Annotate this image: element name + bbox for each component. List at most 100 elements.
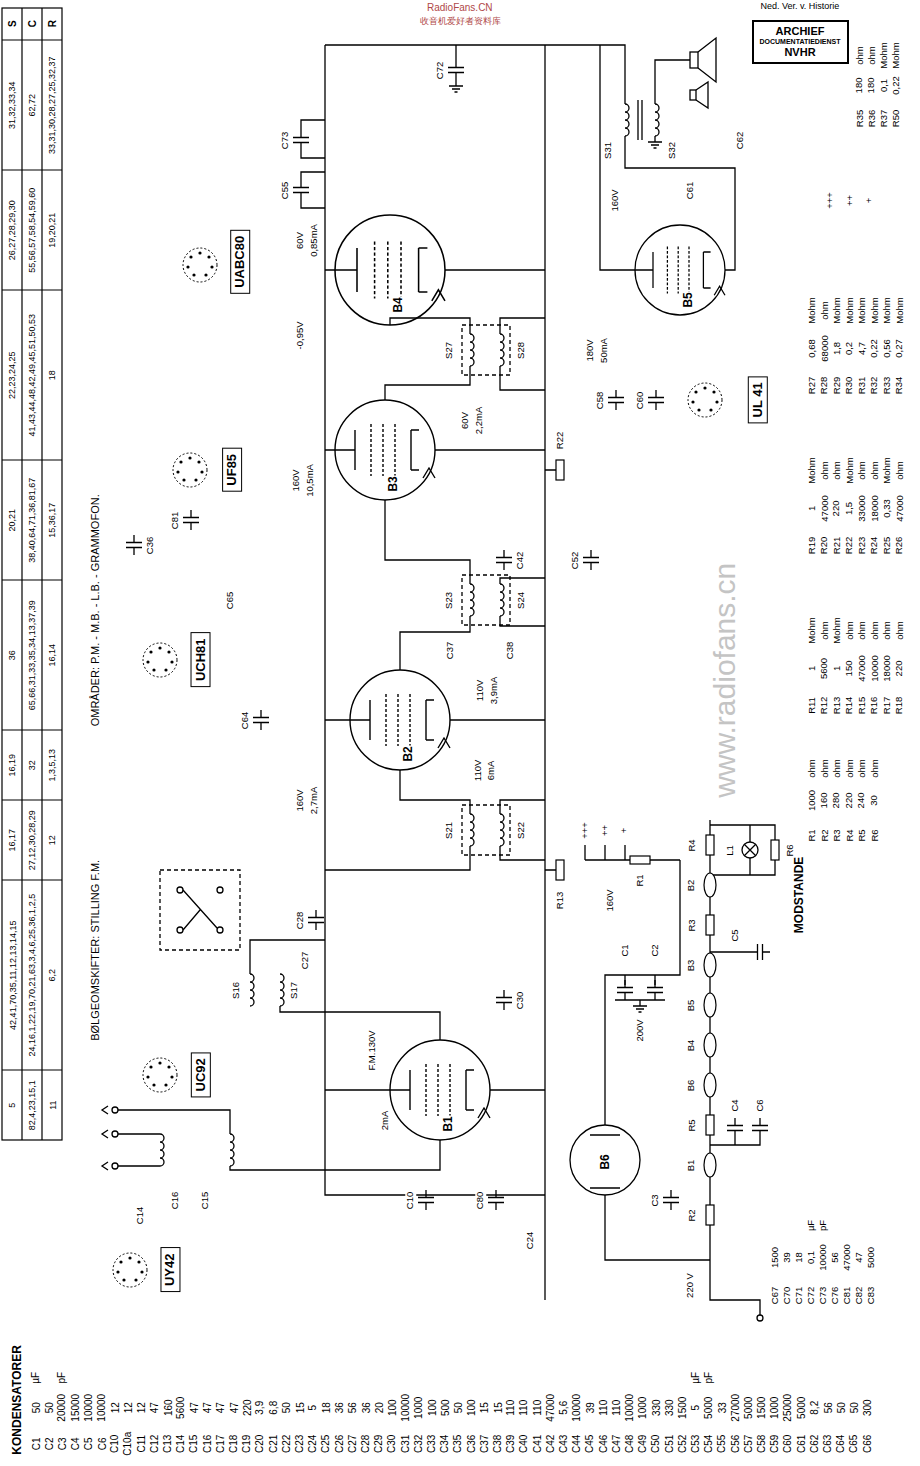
callout-label: C62 bbox=[735, 130, 746, 149]
capacitor-value: 5 bbox=[690, 1405, 702, 1411]
capacitor-name: C46 bbox=[598, 1435, 610, 1453]
unit: Mohm bbox=[807, 457, 818, 483]
capacitor-name: C39 bbox=[506, 1435, 518, 1453]
capacitor-name: C81 bbox=[842, 1286, 853, 1303]
resistor-value: 150 bbox=[844, 660, 855, 676]
capacitor-value: 47000 bbox=[842, 1244, 853, 1270]
callout-label: C3 bbox=[650, 1193, 661, 1207]
callout-label: C55 bbox=[280, 180, 291, 199]
callout-label: S28 bbox=[515, 341, 526, 360]
capacitor-name: C52 bbox=[677, 1435, 689, 1453]
callout-label: R6 bbox=[785, 843, 796, 857]
capacitor-name: C71 bbox=[794, 1286, 805, 1303]
resistor-name: R25 bbox=[882, 536, 893, 553]
capacitor-name: C30 bbox=[387, 1435, 399, 1453]
coil-symbols bbox=[160, 104, 659, 1166]
unit: ohm bbox=[832, 461, 843, 479]
capacitor-name: C21 bbox=[268, 1435, 280, 1453]
unit: µF bbox=[690, 1372, 702, 1384]
capacitor-value: 100 bbox=[426, 1399, 438, 1416]
capacitor-value: 18 bbox=[321, 1402, 333, 1413]
node-text: UY42 bbox=[162, 1254, 178, 1287]
capacitor-name: C56 bbox=[730, 1435, 742, 1453]
resistor-value: 1000 bbox=[807, 789, 818, 810]
callout-label: B4 bbox=[686, 1038, 697, 1052]
unit: Mohm bbox=[844, 457, 855, 483]
capacitor-name: C20 bbox=[255, 1435, 267, 1453]
unit: ohm bbox=[819, 301, 830, 319]
unit: ohm bbox=[857, 461, 868, 479]
unit: pF bbox=[818, 1219, 829, 1230]
resistor-name: R15 bbox=[857, 696, 868, 713]
capacitor-value: 5600 bbox=[176, 1397, 188, 1419]
resistor-name: R30 bbox=[844, 376, 855, 393]
resistor-name: R31 bbox=[857, 376, 868, 393]
capacitor-value: 20000 bbox=[57, 1394, 69, 1422]
unit: ohm bbox=[832, 759, 843, 777]
callout-label: S17 bbox=[288, 981, 299, 1000]
callout-label: B4 bbox=[391, 296, 405, 313]
capacitor-name: C82 bbox=[854, 1286, 865, 1303]
node-text: UF85 bbox=[224, 454, 240, 486]
capacitor-name: C62 bbox=[809, 1435, 821, 1453]
capacitor-value: 1000 bbox=[413, 1397, 425, 1419]
resistor-value: 0,33 bbox=[881, 499, 892, 518]
capacitor-value: 47 bbox=[202, 1402, 214, 1413]
unit: Mohm bbox=[857, 297, 868, 323]
tube-symbols bbox=[335, 215, 725, 1140]
callout-label: S24 bbox=[515, 591, 526, 610]
capacitor-name: C50 bbox=[651, 1435, 663, 1453]
unit: ohm bbox=[869, 461, 880, 479]
resistor-value: 4,7 bbox=[857, 341, 868, 354]
tube-type-box: UF85 bbox=[222, 448, 242, 492]
table-cell: 18 bbox=[47, 370, 57, 380]
table-cell: 55,56,57,58,54,59,60 bbox=[27, 188, 37, 273]
node-text: ARCHIEF bbox=[760, 25, 841, 38]
capacitor-value: 500 bbox=[439, 1399, 451, 1416]
resistor-value: 1 bbox=[807, 665, 818, 670]
callout-label: C28 bbox=[295, 910, 306, 929]
capacitor-value: 330 bbox=[664, 1399, 676, 1416]
resistor-value: 220 bbox=[894, 660, 905, 676]
resistor-name: R33 bbox=[882, 376, 893, 393]
capacitor-value: 36 bbox=[360, 1402, 372, 1413]
resistor-value: 47000 bbox=[894, 495, 905, 521]
capacitor-value: 1500 bbox=[677, 1397, 689, 1419]
table-cell: 65,66,31,33,35,34,13,37,39 bbox=[27, 600, 37, 710]
table-cell: 22,23,24,25 bbox=[7, 351, 17, 399]
callout-label: 200V bbox=[635, 1018, 646, 1042]
capacitor-name: C18 bbox=[228, 1435, 240, 1453]
capacitor-name: C36 bbox=[466, 1435, 478, 1453]
callout-label: S22 bbox=[515, 821, 526, 840]
capacitor-name: C49 bbox=[638, 1435, 650, 1453]
callout-label: + bbox=[864, 196, 875, 204]
table-cell: 16,14 bbox=[47, 644, 57, 667]
callout-label: 10,5mA bbox=[304, 463, 315, 498]
capacitor-name: C23 bbox=[294, 1435, 306, 1453]
capacitor-value: 39 bbox=[585, 1402, 597, 1413]
callout-label: R1 bbox=[635, 873, 646, 887]
unit: ohm bbox=[857, 759, 868, 777]
resistor-value: 220 bbox=[844, 792, 855, 808]
capacitor-value: 300 bbox=[862, 1399, 874, 1416]
capacitor-value: 47000 bbox=[545, 1394, 557, 1422]
callout-label: 60V bbox=[459, 411, 470, 430]
table-cell: 16,19 bbox=[7, 754, 17, 777]
note-text: BØLGEOMSKIFTER: STILLING F.M. bbox=[89, 858, 102, 1041]
node-text: UABC80 bbox=[232, 236, 248, 288]
callout-label: C61 bbox=[685, 180, 696, 199]
table-row-letter: C bbox=[26, 20, 38, 27]
capacitor-value: 50 bbox=[849, 1402, 861, 1413]
unit: Mohm bbox=[869, 297, 880, 323]
capacitor-name: C6 bbox=[96, 1437, 108, 1450]
capacitor-name: C16 bbox=[202, 1435, 214, 1453]
callout-label: 180V bbox=[585, 338, 596, 362]
header-table-grid bbox=[2, 8, 62, 1140]
capacitor-name: C37 bbox=[479, 1435, 491, 1453]
capacitor-name: C43 bbox=[558, 1435, 570, 1453]
callout-label: C42 bbox=[515, 550, 526, 569]
unit: pF bbox=[56, 1372, 68, 1384]
capacitor-value: 15 bbox=[479, 1402, 491, 1413]
capacitor-name: C66 bbox=[862, 1435, 874, 1453]
